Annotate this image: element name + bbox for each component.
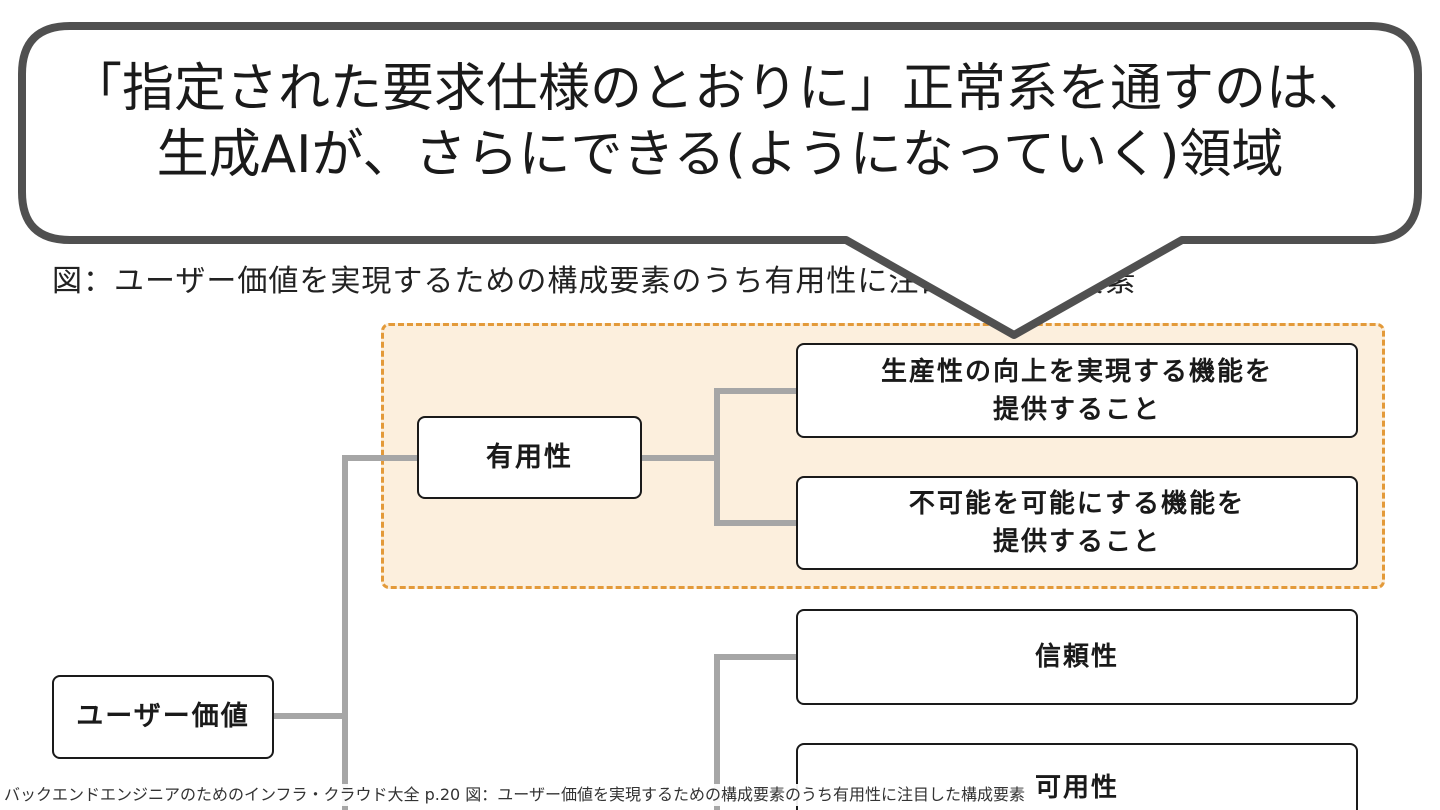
- node-user-value: ユーザー価値: [52, 675, 274, 759]
- connector-to-reliability: [714, 654, 798, 660]
- node-reliability: 信頼性: [796, 609, 1358, 705]
- callout-bubble-shape: [18, 22, 1422, 339]
- node-usefulness: 有用性: [417, 416, 642, 499]
- callout-text: 「指定された要求仕様のとおりに」正常系を通すのは、 生成AIが、さらにできる(よ…: [69, 59, 1370, 185]
- connector-to-usefulness: [342, 455, 420, 461]
- connector-root-vertical-trunk: [342, 455, 348, 810]
- connector-to-productivity: [714, 388, 798, 394]
- callout-bubble: [18, 22, 1422, 339]
- connector-to-impossible: [714, 520, 798, 526]
- node-productivity-improvement: 生産性の向上を実現する機能を 提供すること: [796, 343, 1358, 438]
- node-impossible-to-possible: 不可能を可能にする機能を 提供すること: [796, 476, 1358, 570]
- connector-root-horizontal: [273, 713, 347, 719]
- connector-usefulness-vertical: [714, 388, 720, 526]
- connector-quality-vertical: [714, 654, 720, 810]
- connector-usefulness-out: [640, 455, 720, 461]
- source-citation: バックエンドエンジニアのためのインフラ・クラウド大全 p.20 図：ユーザー価値…: [4, 784, 1031, 806]
